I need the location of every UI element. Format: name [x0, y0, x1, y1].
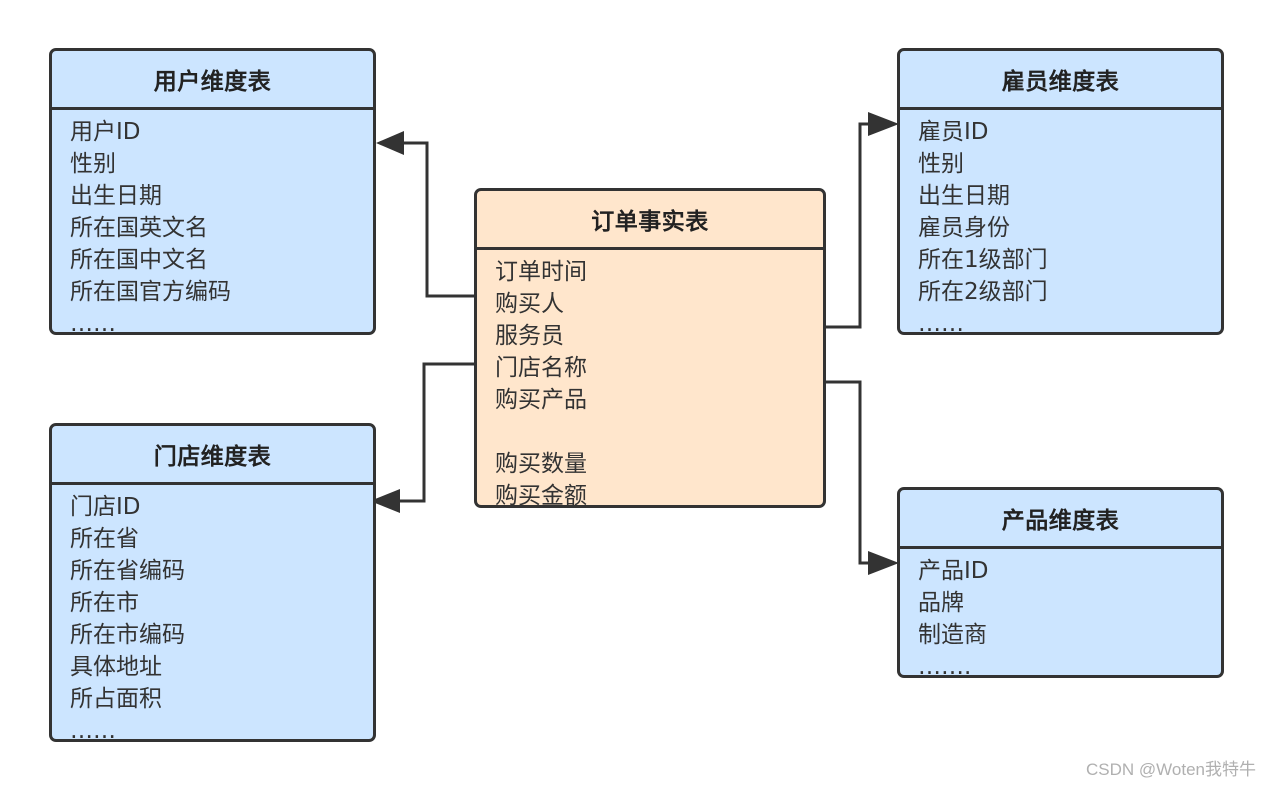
arrowhead-employee — [868, 112, 899, 136]
field-item: 购买金额 — [495, 483, 587, 508]
watermark-text: CSDN @Woten我特牛 — [1086, 760, 1256, 779]
field-item: …… — [70, 718, 116, 742]
field-item: 品牌 — [918, 590, 964, 616]
field-item: 所在1级部门 — [918, 247, 1048, 273]
field-item: 制造商 — [918, 622, 987, 648]
field-item: …… — [70, 311, 116, 335]
field-item: 所在国英文名 — [70, 215, 208, 241]
field-item: 雇员ID — [918, 119, 989, 145]
field-item: 购买产品 — [495, 387, 587, 413]
field-item: 所在市 — [70, 590, 139, 616]
arrowhead-store — [370, 489, 400, 513]
field-list: 产品ID 品牌 制造商 ……. — [900, 549, 1221, 678]
field-item: 服务员 — [495, 323, 564, 349]
field-item: 所在省 — [70, 526, 139, 552]
field-item: 购买人 — [495, 291, 564, 317]
field-item: 所在省编码 — [70, 558, 185, 584]
field-item: 所占面积 — [70, 686, 162, 712]
connector-order-to-user — [380, 141, 476, 298]
field-item: 性别 — [70, 151, 116, 177]
order-fact-table: 订单事实表 订单时间 购买人 服务员 门店名称 购买产品 购买数量 购买金额 — [474, 188, 826, 508]
field-item: 所在国官方编码 — [70, 279, 231, 305]
field-item: …… — [918, 311, 964, 335]
field-list: 订单时间 购买人 服务员 门店名称 购买产品 购买数量 购买金额 — [477, 250, 823, 508]
field-list: 用户ID 性别 出生日期 所在国英文名 所在国中文名 所在国官方编码 …… — [52, 110, 373, 335]
field-list: 雇员ID 性别 出生日期 雇员身份 所在1级部门 所在2级部门 …… — [900, 110, 1221, 335]
user-dimension-table: 用户维度表 用户ID 性别 出生日期 所在国英文名 所在国中文名 所在国官方编码… — [49, 48, 376, 335]
field-item: 产品ID — [918, 558, 989, 584]
employee-dimension-table: 雇员维度表 雇员ID 性别 出生日期 雇员身份 所在1级部门 所在2级部门 …… — [897, 48, 1224, 335]
field-item: 用户ID — [70, 119, 141, 145]
field-item: ……. — [918, 654, 972, 678]
table-title: 门店维度表 — [52, 426, 373, 485]
store-dimension-table: 门店维度表 门店ID 所在省 所在省编码 所在市 所在市编码 具体地址 所占面积… — [49, 423, 376, 742]
field-list: 门店ID 所在省 所在省编码 所在市 所在市编码 具体地址 所占面积 …… — [52, 485, 373, 742]
field-item: 订单时间 — [495, 259, 587, 285]
arrowhead-product — [868, 551, 899, 575]
field-item: 门店名称 — [495, 355, 587, 381]
table-title: 订单事实表 — [477, 191, 823, 250]
field-item: 性别 — [918, 151, 964, 177]
connector-order-to-store — [380, 362, 476, 503]
connector-order-to-employee — [824, 122, 876, 329]
field-item: 所在国中文名 — [70, 247, 208, 273]
field-item: 所在2级部门 — [918, 279, 1048, 305]
table-title: 产品维度表 — [900, 490, 1221, 549]
connector-order-to-product — [824, 380, 876, 565]
field-item: 出生日期 — [70, 183, 162, 209]
field-item: 门店ID — [70, 494, 141, 520]
field-item: 购买数量 — [495, 451, 587, 477]
field-item: 所在市编码 — [70, 622, 185, 648]
arrowhead-user — [376, 131, 404, 155]
field-item: 具体地址 — [70, 654, 162, 680]
product-dimension-table: 产品维度表 产品ID 品牌 制造商 ……. — [897, 487, 1224, 678]
field-item: 雇员身份 — [918, 215, 1010, 241]
table-title: 用户维度表 — [52, 51, 373, 110]
field-item: 出生日期 — [918, 183, 1010, 209]
table-title: 雇员维度表 — [900, 51, 1221, 110]
